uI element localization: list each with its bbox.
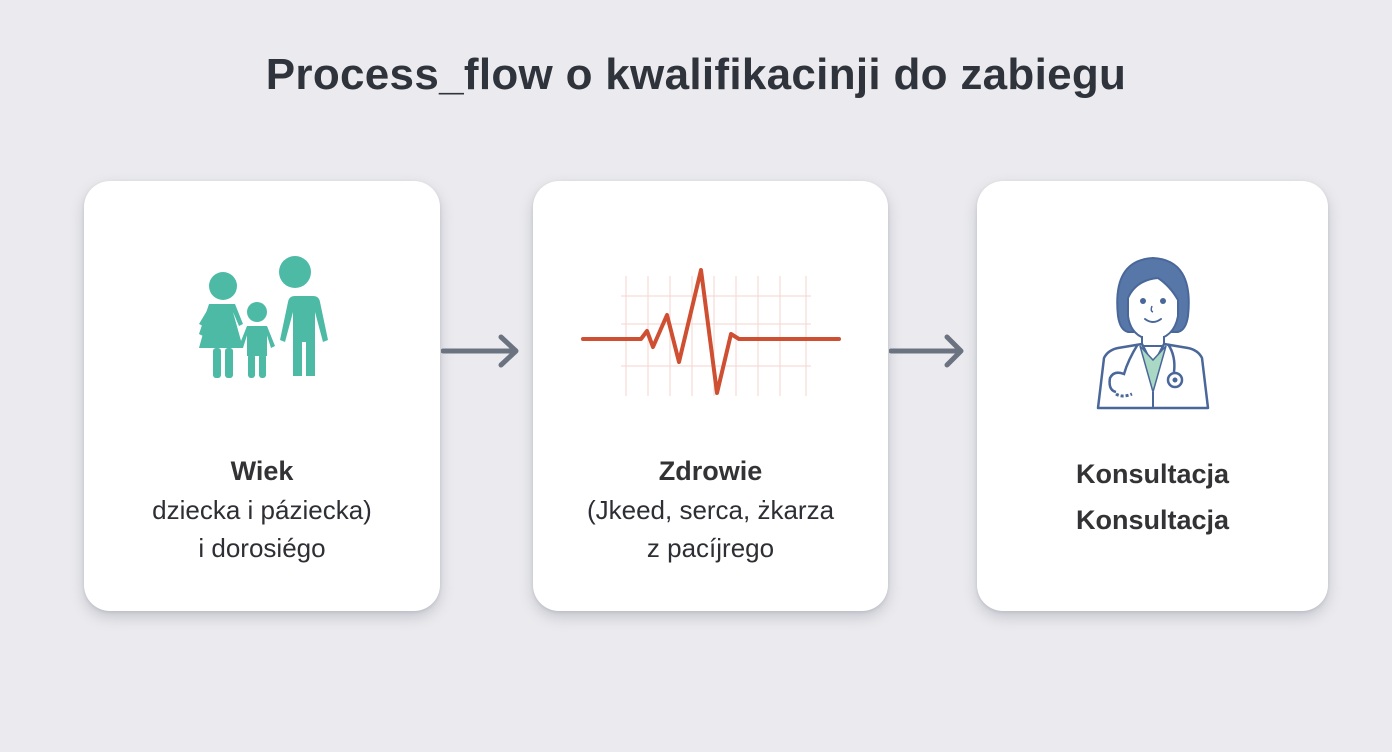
heartbeat-icon <box>533 241 888 421</box>
step-description-line: (Jkeed, serca, żkarza <box>586 495 835 525</box>
arrow-right-icon <box>888 334 969 373</box>
step-description-line: i dorosiégo <box>198 533 326 563</box>
arrow-right-icon <box>440 334 521 373</box>
step-heading: Wiek <box>230 456 294 486</box>
doctor-icon <box>977 241 1328 421</box>
step-heading: Zdrowie <box>658 456 763 486</box>
step-card-health: Zdrowie (Jkeed, serca, żkarza z pacíjreg… <box>533 181 888 611</box>
step-description-line: dziecka i páziecka) <box>152 495 372 525</box>
step-card-consultation: Konsultacja Konsultacja <box>977 181 1328 611</box>
family-icon <box>84 241 440 421</box>
page-title: Process_flow o kwalifikacinji do zabiegu <box>265 50 1127 99</box>
step-heading: Konsultacja <box>1075 459 1230 489</box>
step-description-line: z pacíjrego <box>646 533 775 563</box>
step-card-age: Wiek dziecka i páziecka) i dorosiégo <box>84 181 440 611</box>
step-description-line: Konsultacja <box>1075 505 1230 535</box>
